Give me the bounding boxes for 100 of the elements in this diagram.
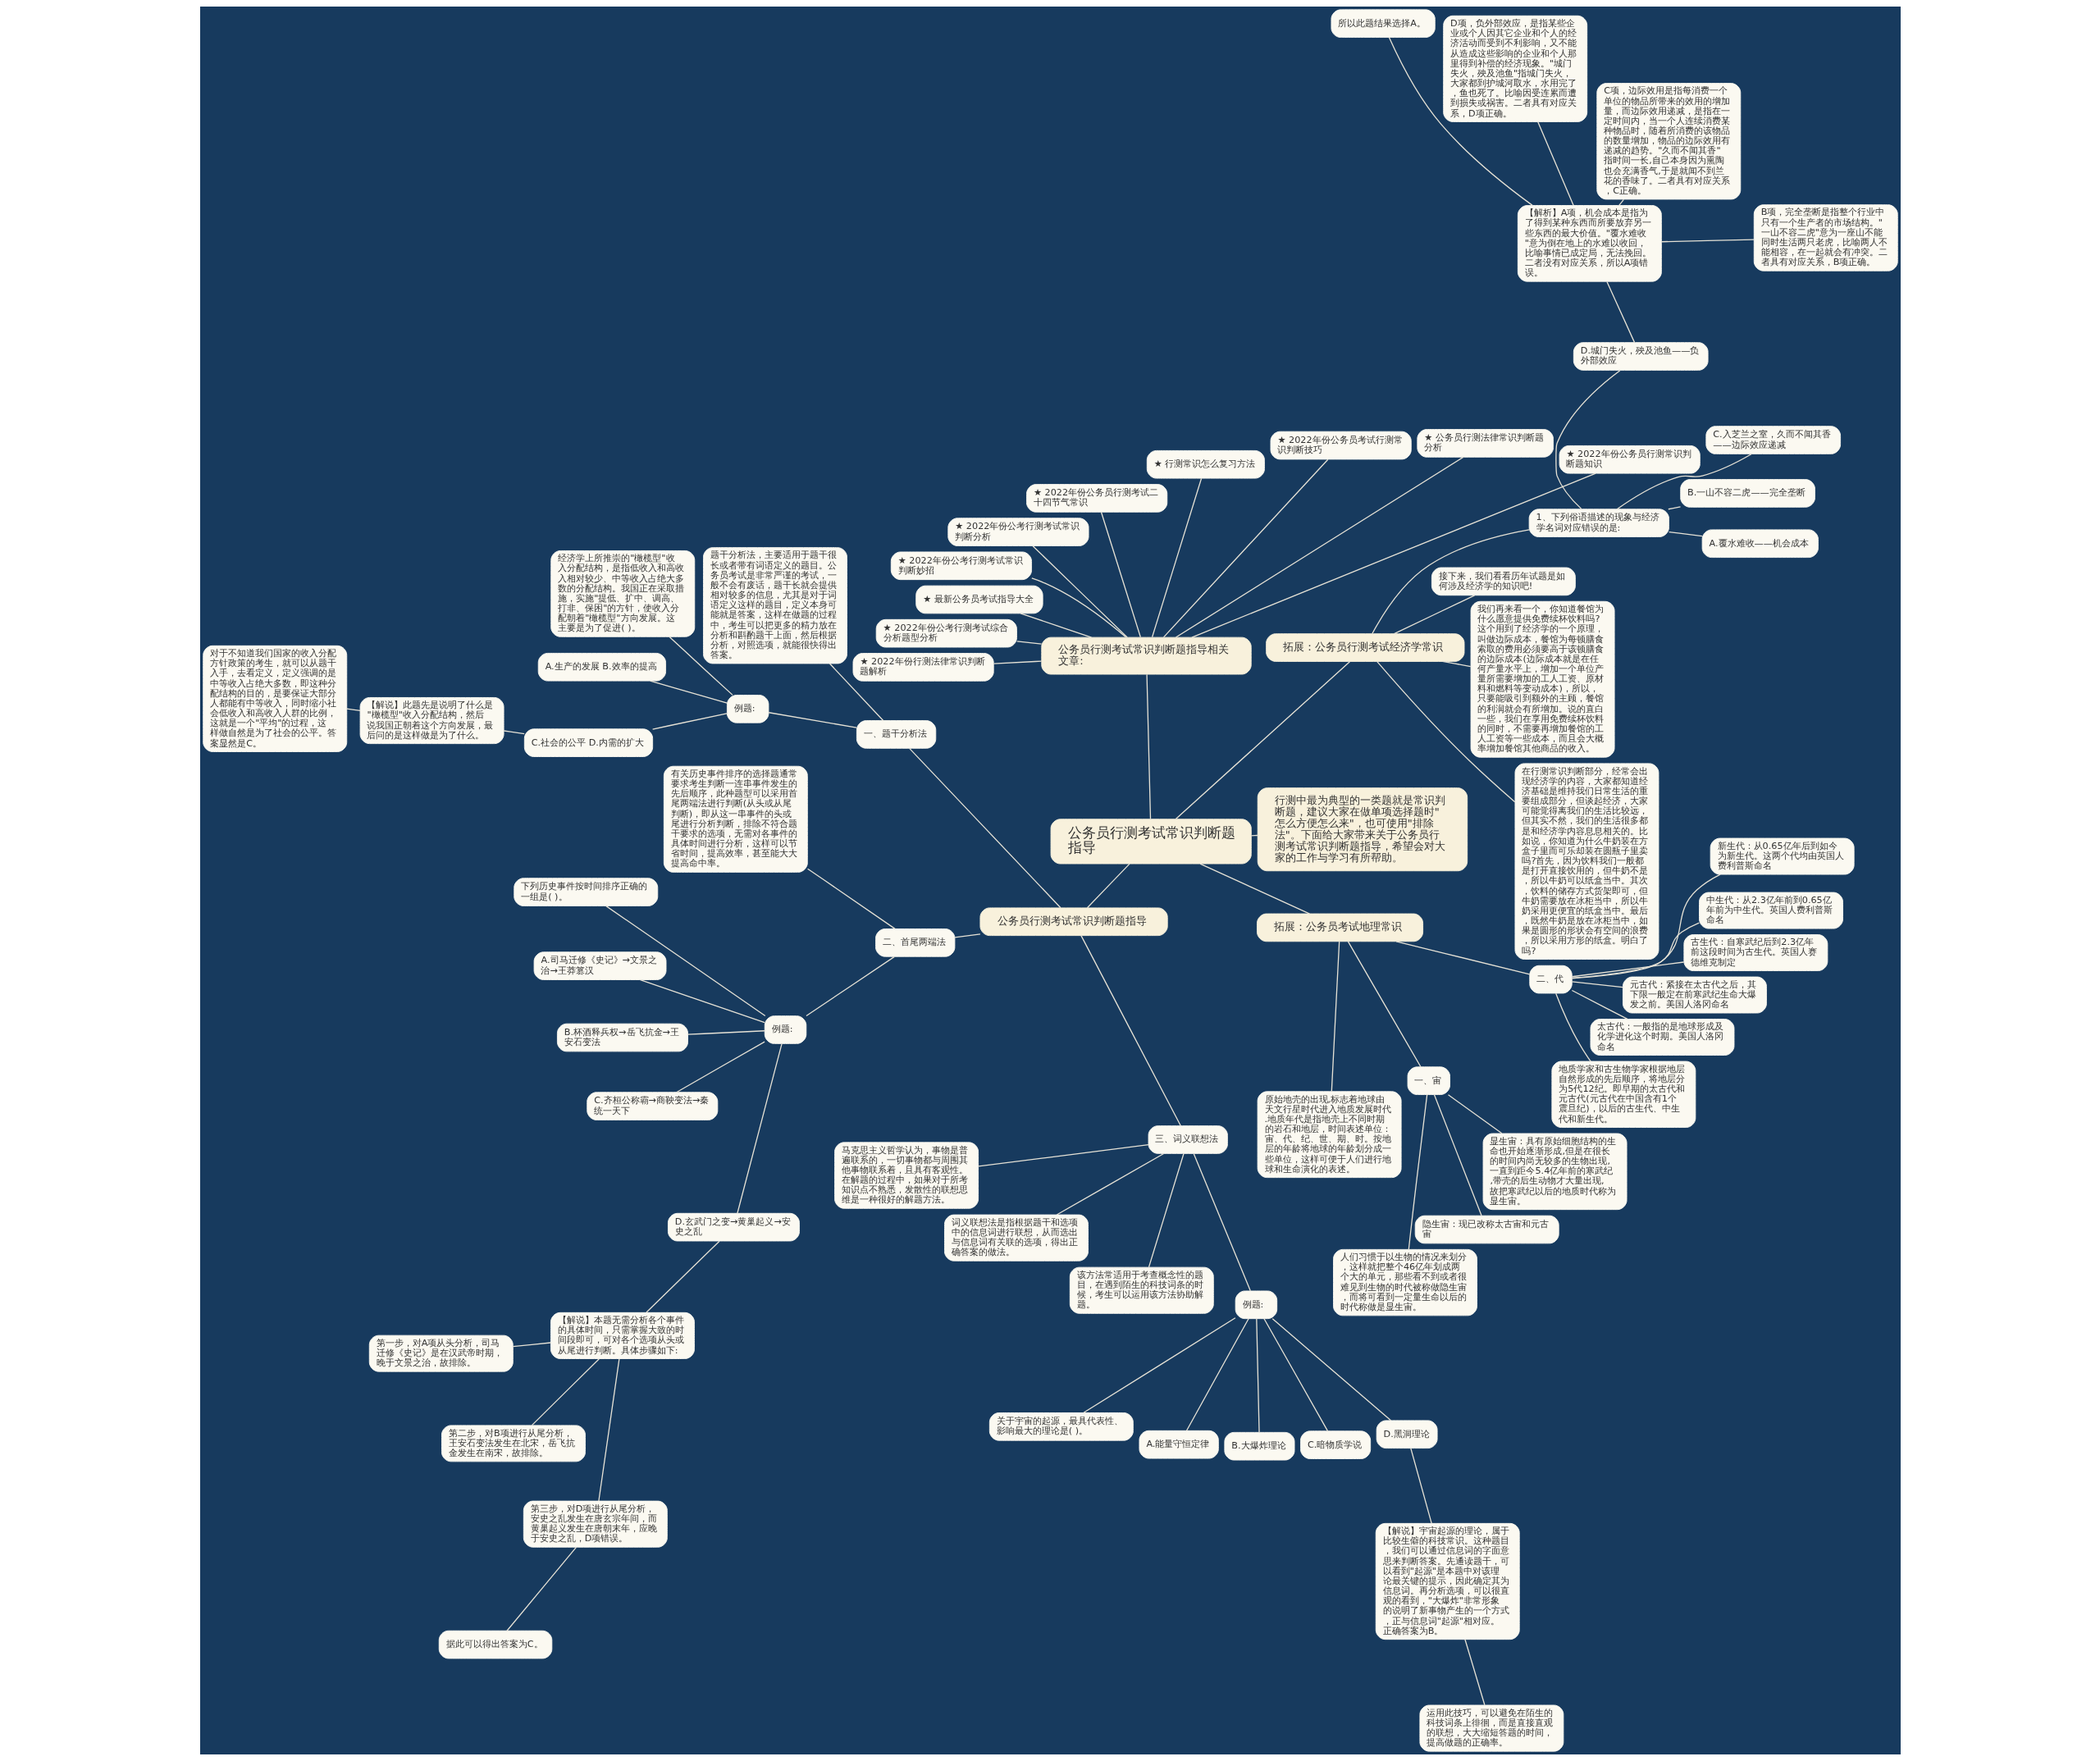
node-box: 元古代：紧接在太古代之后，其下限一般定在前寒武纪生命大爆发之前。美国人洛冈命名 xyxy=(1622,976,1767,1014)
node-box: 接下来，我们看看历年试题是如何涉及经济学的知识吧! xyxy=(1431,567,1576,596)
node-box: 在行测常识判断部分，经常会出现经济学的内容，大家都知道经济基础是维持我们日常生活的重要组成部分，但谈起经济，大家可能觉得离我们的生活比较远，但其实不然，我们的生活很多都是和经济学内容息息相关的。比如说，你知道为什么牛奶装在方盒子里而可乐却装在圆瓶子里卖吗?首先，因为饮料我们一般都是打开直接饮用的，但牛奶不是，所以牛奶可以纸盒当中。其次，饮料的储存方式货架即可，但牛奶需要放在冰柜当中，所以牛奶采用更便宜的纸盒当中。最后，既然牛奶是放在冰柜当中，如果是圆形的形状会有空间的浪费，所以采用方形的纸盒。明白了吗? xyxy=(1514,763,1659,960)
node-box: 【解说】此题先是说明了什么是"橄榄型"收入分配结构，然后说我国正朝着这个方向发展，最后问的是这样做是为了什么。 xyxy=(359,697,504,745)
connector xyxy=(531,1358,600,1426)
connector xyxy=(768,712,857,728)
connector xyxy=(597,1358,619,1502)
node-box: 运用此技巧，可以避免在陌生的科技词条上徘徊，而是直接直观的联想，大大缩短答题的时间，提高做题的正确率。 xyxy=(1418,1704,1564,1752)
node-box: D项，负外部效应，是指某些企业或个人因其它企业和个人的经济活动而受到不利影响，又不能从造成这些影响的企业和个人那里得到补偿的经济现象。"城门失火，殃及池鱼"指城门失火，大家都到护城河取水，水用完了，鱼也死了。比喻因受连累而遭到损失或祸害。二者具有对应关系，D项正确。 xyxy=(1442,15,1587,122)
node-box: B.大爆炸理论 xyxy=(1223,1431,1294,1461)
connector xyxy=(829,663,883,722)
node-box: 二、首尾两端法 xyxy=(874,928,955,957)
connector xyxy=(1571,922,1700,979)
node-box: A.司马迁修《史记》→文景之治→王莽篡汉 xyxy=(533,951,666,980)
node-box: ★ 2022年份公考行测考试综合分析题型分析 xyxy=(875,618,1017,648)
connector xyxy=(675,1041,765,1093)
node-box: C.社会的公平 D.内需的扩大 xyxy=(523,728,653,757)
node-box: 对于不知道我们国家的收入分配方针政策的考生，就可以从题干入手，去看定义，定义强调的是中等收入占绝大多数，即这种分配结构的目的，是要保证大部分人都能有中等收入，同时缩小社会低收入和高收入人群的比例，这就是一个"平均"的过程，这样做自然是为了社会的公平。答案显然是C。 xyxy=(202,645,347,752)
connector xyxy=(503,730,525,735)
node-box: 中生代：从2.3亿年前到0.65亿年前为中生代。英国人费利普斯命名 xyxy=(1698,892,1843,929)
node-box: ★ 2022年份公务员考试行测常识判断技巧 xyxy=(1270,431,1412,460)
connector xyxy=(639,979,765,1024)
connector xyxy=(1056,1152,1164,1216)
node-box: 关于宇宙的起源，最具代表性、影响最大的理论是( )。 xyxy=(988,1412,1134,1441)
connector xyxy=(736,1042,783,1214)
node-box: 据此可以得出答案为C。 xyxy=(438,1630,552,1659)
node-box: 【解析】A项，机会成本是指为了得到某种东西而所要放弃另一些东西的最大价值。"覆水难收"意为倒在地上的水难以收回，比喻事情已成定局，无法挽回。二者没有对应关系，所以A项错误。 xyxy=(1517,205,1662,282)
connector xyxy=(1433,1093,1482,1216)
node-box: A.能量守恒定律 xyxy=(1139,1430,1219,1459)
connector xyxy=(1447,1094,1502,1134)
connector xyxy=(1331,941,1340,1093)
node-box: 古生代：自寒武纪后到2.3亿年前这段时间为古生代。英国人赛德维克制定 xyxy=(1682,934,1828,971)
node-box: ★ 最新公务员考试指导大全 xyxy=(915,585,1043,614)
connector xyxy=(977,1143,1149,1167)
node-box: ★ 2022年份公务员行测常识判断题知识 xyxy=(1559,445,1701,474)
connector xyxy=(1082,1317,1236,1413)
node-box: 下列历史事件按时间排序正确的一组是( )。 xyxy=(513,878,658,906)
node-box: C.齐桓公称霸→商鞅变法→秦统一天下 xyxy=(586,1092,718,1120)
connector xyxy=(1193,1152,1251,1292)
connector xyxy=(1347,941,1422,1068)
connector xyxy=(505,1546,577,1631)
connector xyxy=(645,1240,720,1313)
node-box: C.入芝兰之室，久而不闻其香——边际效应递减 xyxy=(1705,426,1841,454)
node-box: ★ 公务员行测法律常识判断题分析 xyxy=(1416,429,1554,458)
connector xyxy=(1571,961,1684,978)
node-box: 二、代 xyxy=(1528,965,1573,994)
node-box: 我们再来看一个，你知道餐馆为什么愿意提供免费续杯饮料吗?这个用到了经济学的一个原理，叫做边际成本，餐馆为每顿膳食索取的费用必须要高于该顿膳食的边际成本(边际成本就是在任何产量水平上，增加一个单位产量所需要增加的工人工资、原材料和燃料等变动成本)，所以，只要能吸引到额外的主顾，餐馆的利润就会有所增加。说的直白一些，我们在享用免费续杯饮料的同时，不需要再增加餐馆的工人工资等一些成本，而且会大概率增加餐馆其他商品的收入。 xyxy=(1470,600,1614,758)
node-box: A.覆水难收——机会成本 xyxy=(1701,529,1819,559)
connector xyxy=(1571,989,1628,1020)
node-box: ★ 2022年份行测法律常识判断题解析 xyxy=(852,653,994,682)
connector xyxy=(1571,981,1623,988)
node-box: 词义联想法是指根据题干和选项中的信息词进行联想，从而选出与信息词有关联的选项，得出正确答案的做法。 xyxy=(943,1214,1089,1261)
node-box: 第二步，对B项进行从尾分析，王安石变法发生在北宋，岳飞抗金发生在南宋，故排除。 xyxy=(441,1425,586,1462)
connector xyxy=(649,680,728,704)
connector xyxy=(805,956,895,1017)
node-box: 题干分析法，主要适用于题干很长或者带有词语定义的题目。公务员考试是非常严谨的考试，一般不会有废话，题干长就会提供相对较多的信息，尤其是对于词语定义这样的题目，定义本身可能就是答案，这样在做题的过程中，考生可以把更多的精力放在分析和斟酌题干上面，然后根据分析，对照选项，就能很快得出答案。 xyxy=(702,547,847,664)
connector xyxy=(345,708,361,711)
connector xyxy=(1376,660,1515,803)
connector xyxy=(953,933,981,938)
connector xyxy=(1571,874,1721,979)
node-box: A.生产的发展 B.效率的提高 xyxy=(537,652,666,682)
node-box: 拓展：公务员行测考试经济学常识 xyxy=(1265,633,1464,662)
node-box: ★ 行测常识怎么复习方法 xyxy=(1146,449,1265,479)
node-box: 该方法常适用于考查概念性的题目，在遇到陌生的科技词条的时候，考生可以运用该方法协助解题。 xyxy=(1069,1266,1214,1314)
node-box: C.暗物质学说 xyxy=(1299,1430,1371,1459)
node-box: 【解说】本题无需分析各个事件的具体时间，只需掌握大致的时间段即可，可对各个选项从头或从尾进行判断。具体步骤如下: xyxy=(550,1312,695,1359)
connector xyxy=(1190,472,1596,638)
node-box: B.一山不容二虎——完全垄断 xyxy=(1679,479,1815,508)
node-box: ★ 2022年份公考行测考试常识判断分析 xyxy=(947,518,1089,546)
connector xyxy=(1536,121,1574,206)
connector xyxy=(1145,673,1151,820)
node-box: 新生代：从0.65亿年后到如今为新生代。这两个代均由英国人费利普斯命名 xyxy=(1710,837,1855,875)
connector xyxy=(1198,863,1310,915)
node-box: 三、词义联想法 xyxy=(1148,1125,1228,1154)
node-box: 第三步，对D项进行从尾分析，安史之乱发生在唐玄宗年间，而黄巢起义发生在唐朝末年，应晚于安史之乱，D项错误。 xyxy=(523,1500,668,1548)
connector xyxy=(687,1030,765,1035)
node-box: 拓展：公务员考试地理常识 xyxy=(1256,913,1423,942)
connector xyxy=(1019,613,1092,638)
connector xyxy=(1162,458,1328,638)
node-box: 太古代：一般指的是地球形成及化学进化这个时期。美国人洛冈命名 xyxy=(1590,1019,1734,1056)
node-box: 经济学上所推崇的"橄榄型"收入分配结构，是指低收入和高收入相对较少、中等收入占绝大多数的分配结构。我国正在采取措施，实施"提低、扩中、调高、打非、保困"的方针，使收入分配朝着"橄榄型"方向发展。这主要是为了促进( )。 xyxy=(550,550,695,637)
node-box: ★ 2022年份公考行测考试常识判断妙招 xyxy=(890,551,1032,581)
connector xyxy=(1554,992,1591,1062)
node-box: B.杯酒释兵权→岳飞抗金→王安石变法 xyxy=(556,1023,688,1052)
connector xyxy=(1618,198,1624,207)
connector xyxy=(1395,941,1530,975)
connector xyxy=(1441,660,1471,668)
connector xyxy=(1255,1318,1260,1434)
connector xyxy=(668,636,733,696)
connector xyxy=(1554,370,1620,510)
node-box: C项，边际效用是指每消费一个单位的物品所带来的效用的增加量，而边际效用递减，是指在一定时间内，当一个人连续消费某种物品时，随着所消费的该物品的数量增加，物品的边际效用有递减的趋势。"久而不闻其香"指时间一长,自己本身因为熏陶也会充满香气,于是就闻不到兰花的香味了。二者具有对应关系，C正确。 xyxy=(1596,83,1741,200)
connector xyxy=(806,868,896,930)
node-box: 一、宙 xyxy=(1407,1066,1450,1095)
node-box: 人们习惯于以生物的情况来划分，这样就把整个46亿年划成两个大的单元，那些看不到或者很难见到生物的时代被称做隐生宙，而将可看到一定量生命以后的时代称做是显生宙。 xyxy=(1332,1248,1477,1316)
node-box: 1、下列俗语描述的现象与经济学名词对应错误的是: xyxy=(1528,509,1669,537)
connector xyxy=(1185,1318,1249,1431)
node-box: 隐生宙：现已改称太古宙和元古宙 xyxy=(1414,1215,1559,1244)
node-box: 原始地壳的出现,标志着地球由天文行星时代进入地质发展时代.地质年代是指地壳上不同时期的岩石和地层，时间表述单位：宙、代、纪、世、期、时。按地层的年龄将地球的年龄划分成一些单位，这样可便于人们进行地球和生命演化的表述。 xyxy=(1257,1091,1402,1179)
node-box: 显生宙：具有原始细胞结构的生命也开始逐渐形成,但是在很长的时间内尚无较多的生物出现,一直到距今5.4亿年前的寒武纪,带壳的后生动物才大量出现,故把寒武纪以后的地质时代称为显生宙。 xyxy=(1482,1133,1627,1211)
node-box: 行测中最为典型的一类题就是常识判断题，建议大家在做单项选择题时"怎么方便怎么来"，也可使用"排除法"。下面给大家带来关于公务员行测考试常识判断题指导，希望会对大家的工作与学习有所帮助。 xyxy=(1257,787,1468,872)
